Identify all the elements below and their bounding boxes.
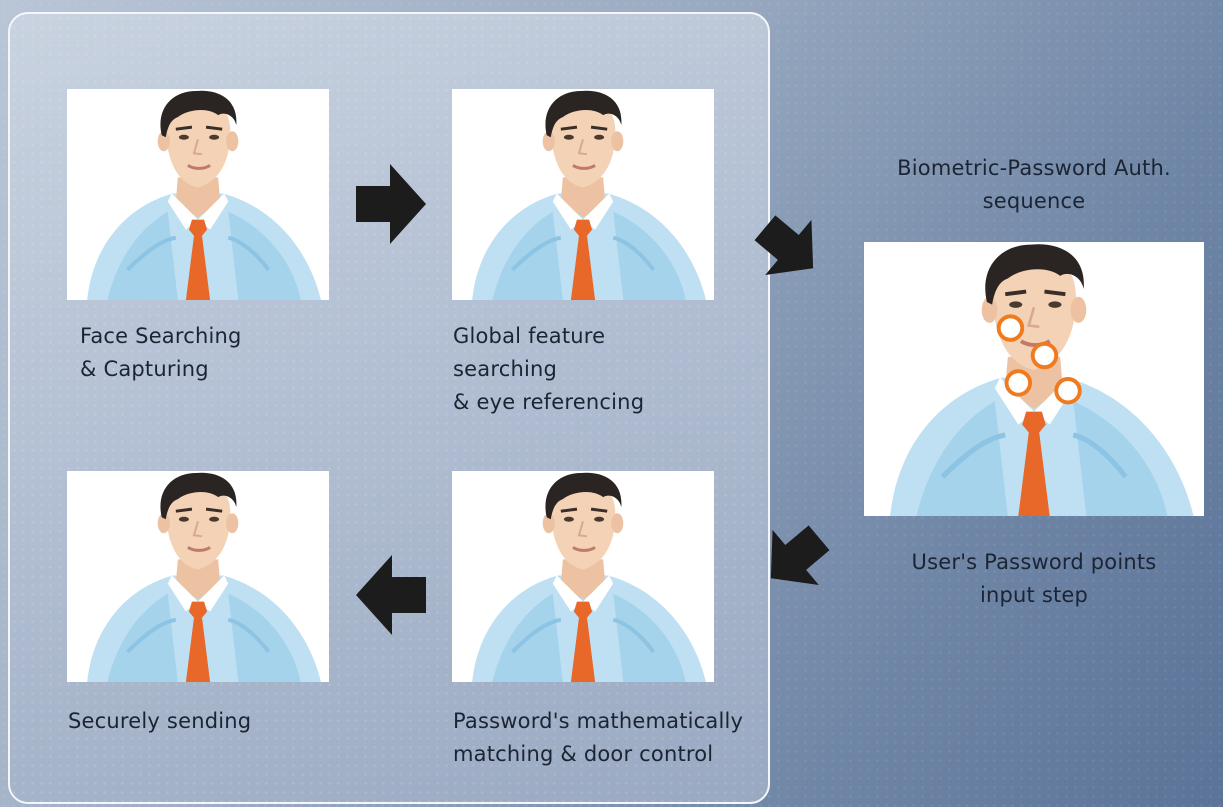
left-arrow-icon <box>356 555 426 635</box>
password-point-icon <box>1054 377 1082 405</box>
password-point-icon <box>1004 369 1033 397</box>
down-right-arrow-icon <box>750 212 828 284</box>
password-point-icon <box>1030 341 1059 370</box>
password-point-icon <box>996 314 1025 342</box>
global-feature-caption: Global feature searching & eye referenci… <box>453 324 645 414</box>
face-search-caption: Face Searching & Capturing <box>80 324 242 381</box>
sequence-title: Biometric-Password Auth. sequence <box>897 156 1171 213</box>
global-feature-photo <box>452 89 714 300</box>
face-search-photo <box>67 89 329 300</box>
right-arrow-icon <box>356 164 426 244</box>
down-left-arrow-icon <box>756 522 834 594</box>
password-step-caption: User's Password points input step <box>911 550 1157 607</box>
password-matching-photo <box>452 471 714 682</box>
secure-send-photo <box>67 471 329 682</box>
password-matching-caption: Password's mathematically matching & doo… <box>453 709 744 766</box>
secure-send-caption: Securely sending <box>68 709 252 733</box>
password-input-photo <box>864 242 1204 516</box>
